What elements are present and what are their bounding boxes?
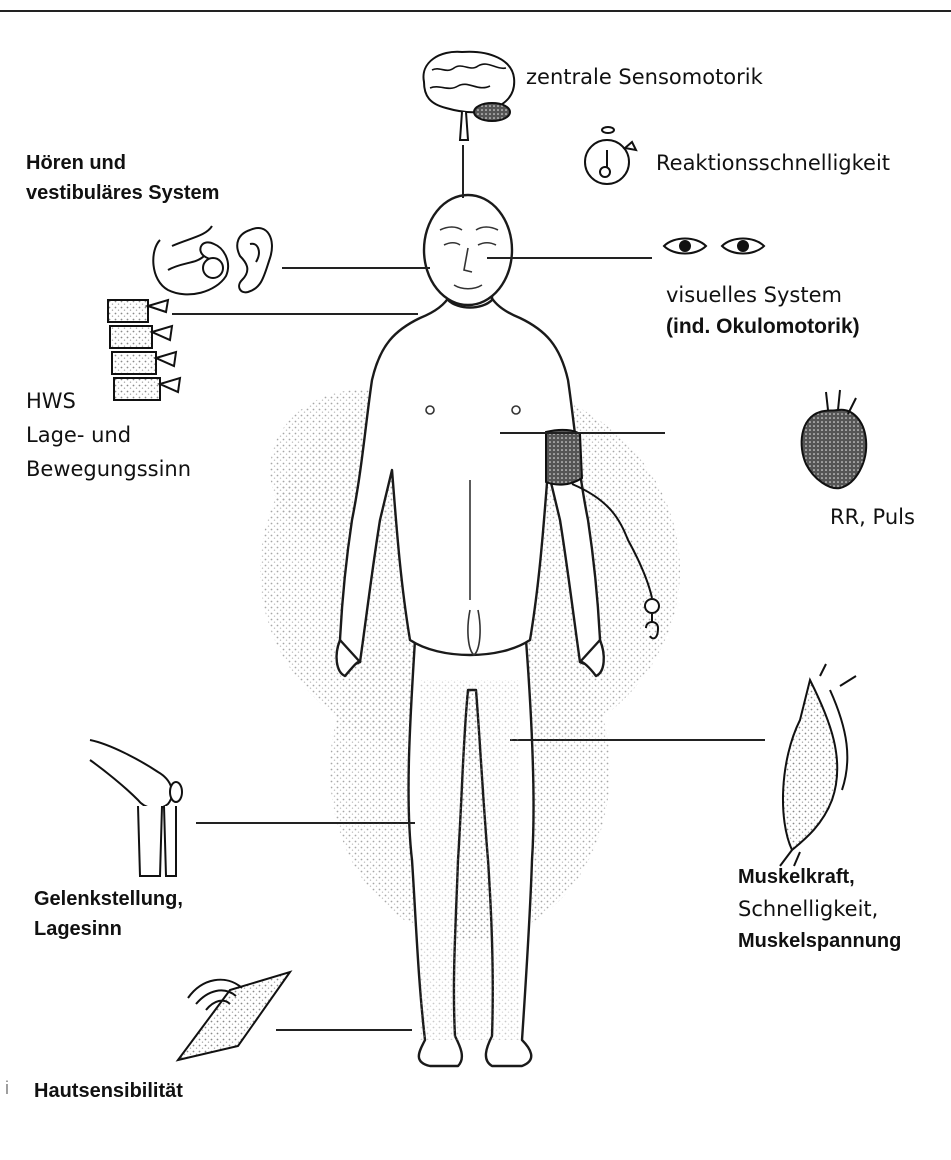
label-hautsensibilitaet: Hautsensibilität <box>34 1076 183 1106</box>
label-zentrale-sensomotorik: zentrale Sensomotorik <box>526 60 763 94</box>
label-visuelles-system: visuelles System (ind. Okulomotorik) <box>666 278 860 342</box>
knee-joint-icon <box>90 740 182 876</box>
label-gelenkstellung: Gelenkstellung, Lagesinn <box>34 884 183 944</box>
heart-icon <box>802 390 867 488</box>
label-hws: HWS Lage- und Bewegungssinn <box>26 384 191 486</box>
label-hoeren: Hören und vestibuläres System <box>26 148 219 208</box>
ear-icon <box>237 228 272 292</box>
muscle-icon <box>780 664 856 866</box>
skin-sensor-icon <box>178 972 290 1060</box>
label-reaktionsschnelligkeit: Reaktionsschnelligkeit <box>656 146 890 180</box>
eyes-icon <box>664 239 764 254</box>
label-muskel: Muskelkraft, Schnelligkeit, Muskelspannu… <box>738 862 901 956</box>
label-rr-puls: RR, Puls <box>830 500 915 534</box>
brain-icon <box>423 52 514 140</box>
figure-shading <box>420 680 520 1040</box>
margin-marker: i <box>5 1078 9 1099</box>
stopwatch-icon <box>585 127 636 184</box>
inner-ear-icon <box>153 226 228 294</box>
